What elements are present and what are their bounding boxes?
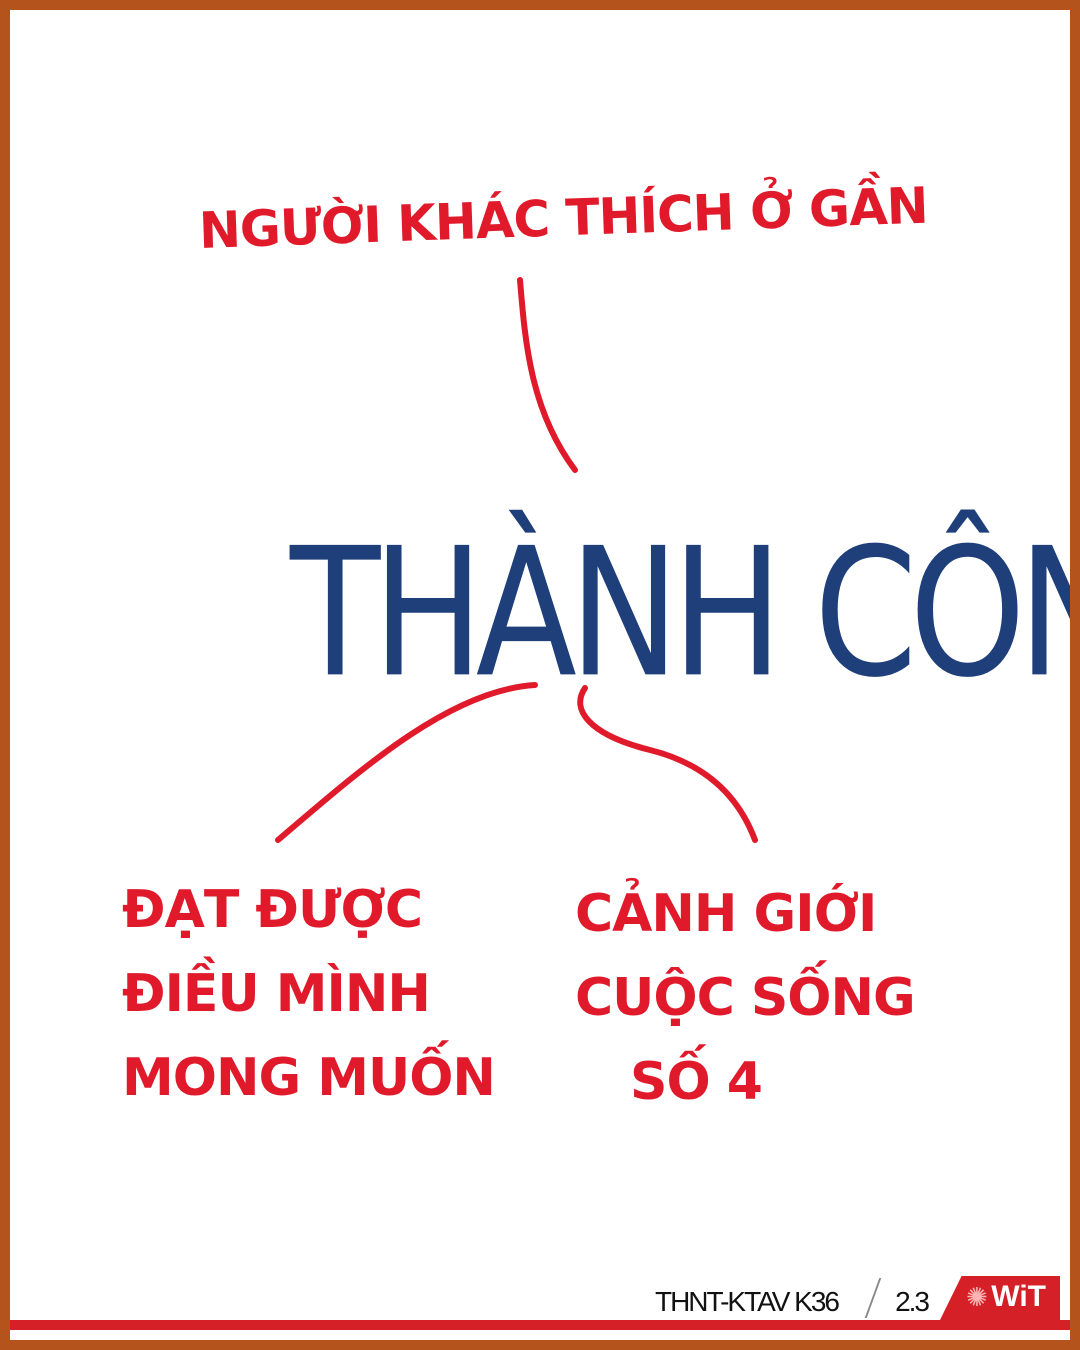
slide-footer: THNT-KTAV K36 2.3 ✺ WiT (10, 1268, 1070, 1340)
center-node-label: THÀNH CÔNG (290, 510, 1070, 717)
left-node-line-1: ĐẠT ĐƯỢC (122, 880, 423, 940)
connector-lines (275, 277, 758, 843)
right-node: CẢNH GIỚI CUỘC SỐNG SỐ 4 (575, 872, 916, 1124)
wit-logo: ✺ WiT (940, 1276, 1060, 1320)
sun-icon: ✺ (966, 1282, 988, 1312)
right-node-line-1: CẢNH GIỚI (575, 884, 877, 944)
right-node-line-3: SỐ 4 (630, 1052, 763, 1112)
left-node-line-2: ĐIỀU MÌNH (122, 964, 431, 1024)
connector-center-to-right (577, 685, 758, 843)
logo-text: WiT (991, 1280, 1046, 1313)
left-node: ĐẠT ĐƯỢC ĐIỀU MÌNH MONG MUỐN (122, 868, 496, 1120)
footer-red-bar (10, 1320, 1070, 1330)
connector-top-to-center (517, 277, 578, 473)
footer-divider (864, 1278, 882, 1318)
footer-page-number: 2.3 (895, 1286, 930, 1317)
connector-center-to-left (275, 682, 538, 843)
footer-course-code: THNT-KTAV K36 (654, 1286, 840, 1317)
right-node-line-2: CUỘC SỐNG (575, 968, 916, 1028)
left-node-line-3: MONG MUỐN (122, 1048, 496, 1108)
